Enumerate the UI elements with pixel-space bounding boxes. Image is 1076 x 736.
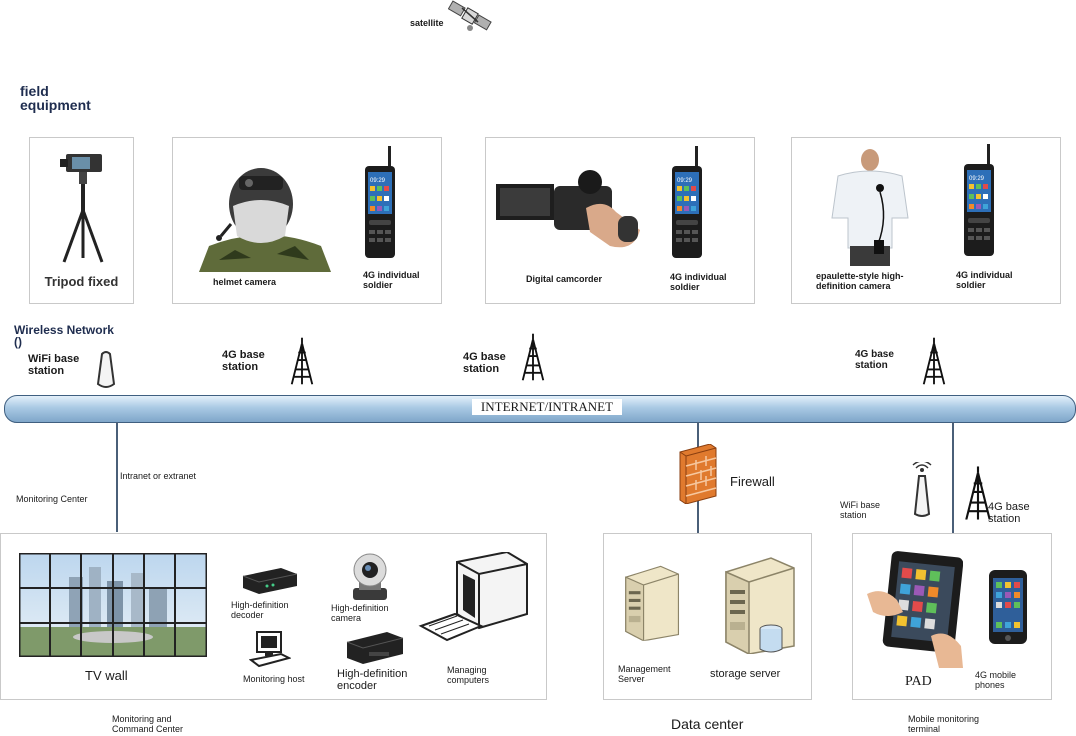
- monitoring-host-label: Monitoring host: [243, 674, 305, 684]
- hd-decoder-icon: [242, 568, 298, 594]
- intranet-extranet-label: Intranet or extranet: [120, 471, 197, 481]
- firewall-label: Firewall: [730, 474, 775, 489]
- camcorder-label: Digital camcorder: [526, 274, 603, 284]
- hd-encoder-icon: [346, 632, 404, 664]
- storage-server-icon: [716, 554, 796, 654]
- link-monitoring: [116, 422, 118, 532]
- satellite-label: satellite: [410, 18, 444, 28]
- database-icon: [759, 624, 783, 653]
- monitoring-host-icon: [249, 631, 291, 668]
- soldier-phone-icon: [670, 146, 704, 258]
- firewall-icon: [679, 444, 717, 504]
- phone-time: 09:29: [677, 178, 693, 184]
- epaulette-person-icon: [831, 149, 909, 266]
- helmet-camera-label: helmet camera: [213, 277, 277, 287]
- soldier-phone-icon: [363, 146, 397, 258]
- tripod-camera-icon: [60, 154, 104, 263]
- management-server-icon: [618, 554, 680, 650]
- data-center-caption: Data center: [671, 716, 744, 732]
- tv-wall-label: TV wall: [85, 668, 128, 683]
- camcorder-icon: [496, 170, 640, 248]
- phone-time: 09:29: [969, 176, 985, 182]
- helmet-soldier-icon: [199, 168, 331, 272]
- field-equipment-title: field equipment: [20, 83, 91, 113]
- pad-label: PAD: [905, 674, 932, 689]
- tower-icon: [920, 336, 948, 386]
- tower-icon: [519, 332, 547, 382]
- tower-icon: [288, 336, 316, 386]
- epaulette-label: epaulette-style high-definition camera: [816, 271, 904, 291]
- wifi-router-icon: [96, 351, 116, 388]
- storage-server-label: storage server: [710, 668, 781, 680]
- wireless-network-title: Wireless Network(): [14, 323, 114, 349]
- monitoring-center-label: Monitoring Center: [16, 494, 88, 504]
- pad-tablet-icon: [867, 551, 963, 668]
- tripod-box: Tripod fixed: [29, 137, 134, 304]
- soldier-phone-icon: [962, 144, 996, 256]
- phone-time: 09:29: [370, 178, 386, 184]
- tripod-label: Tripod fixed: [44, 274, 119, 289]
- managing-computer-icon: [418, 552, 528, 642]
- internet-intranet-label: INTERNET/INTRANET: [472, 399, 622, 415]
- hd-camera-icon: [353, 553, 387, 600]
- wifi-antenna-icon: [912, 462, 932, 517]
- tv-wall-icon: [19, 553, 207, 657]
- satellite-icon: [448, 0, 492, 31]
- link-mobile: [952, 422, 954, 534]
- mobile-phone-icon: [989, 570, 1027, 644]
- epaulette-camera-box: epaulette-style high-definition camera 0…: [791, 137, 1061, 304]
